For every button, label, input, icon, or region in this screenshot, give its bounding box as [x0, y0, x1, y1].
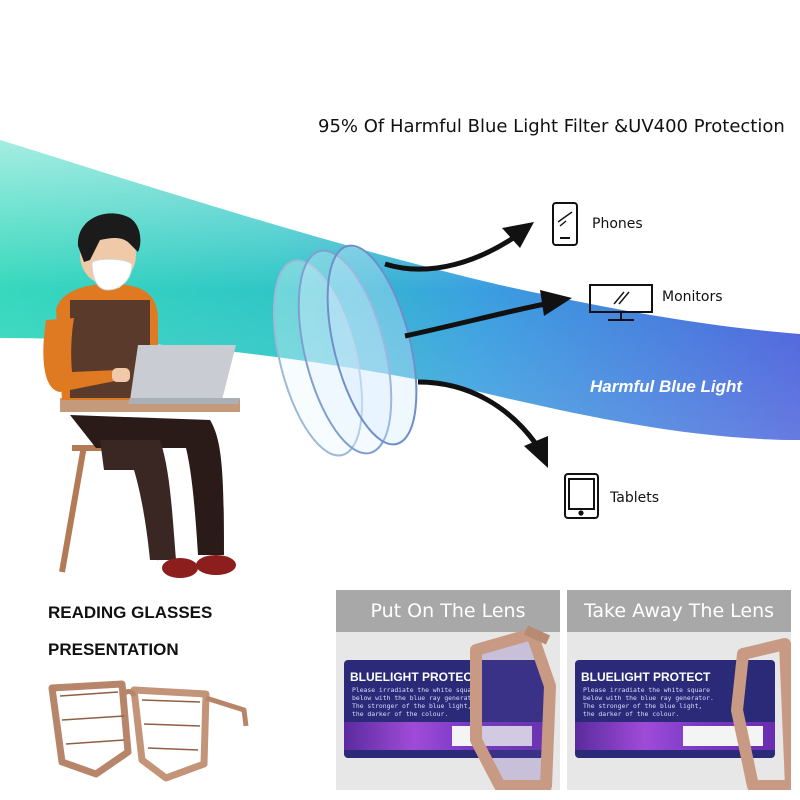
card-title: BLUELIGHT PROTECT: [581, 670, 711, 684]
bluelight-test-card: BLUELIGHT PROTECT Please irradiate the w…: [344, 660, 544, 758]
panel-put-on-lens: Put On The Lens BLUELIGHT PROTECT Please…: [336, 590, 560, 790]
tablet-icon: [564, 473, 599, 519]
panel-take-away-lens: Take Away The Lens BLUELIGHT PROTECT Ple…: [567, 590, 791, 790]
arrow-to-tablets: [417, 379, 539, 446]
lens-frame-overlay: [470, 625, 556, 790]
card-instructions: Please irradiate the white square below …: [583, 686, 714, 718]
device-label-phones: Phones: [592, 216, 643, 232]
phone-icon: [552, 202, 578, 246]
device-label-tablets: Tablets: [610, 490, 659, 506]
arrow-to-monitors: [404, 301, 546, 339]
person-illustration: [43, 213, 240, 578]
side-title-reading-glasses: READING GLASSES: [48, 603, 213, 622]
card-instructions: Please irradiate the white square below …: [352, 686, 483, 718]
lens-stack: [272, 244, 418, 457]
monitor-icon: [589, 284, 653, 321]
card-title: BLUELIGHT PROTECT: [350, 670, 480, 684]
device-label-monitors: Monitors: [662, 289, 723, 305]
side-title-presentation: PRESENTATION: [48, 640, 179, 659]
panel-header: Take Away The Lens: [567, 590, 791, 632]
blue-light-label: Harmful Blue Light: [590, 377, 743, 396]
glasses-illustration: [48, 680, 249, 782]
arrow-to-phones: [384, 229, 524, 272]
panel-header: Put On The Lens: [336, 590, 560, 632]
lens-frame-overlay: [731, 638, 791, 790]
headline: 95% Of Harmful Blue Light Filter &UV400 …: [318, 116, 785, 137]
laptop: [130, 345, 236, 400]
